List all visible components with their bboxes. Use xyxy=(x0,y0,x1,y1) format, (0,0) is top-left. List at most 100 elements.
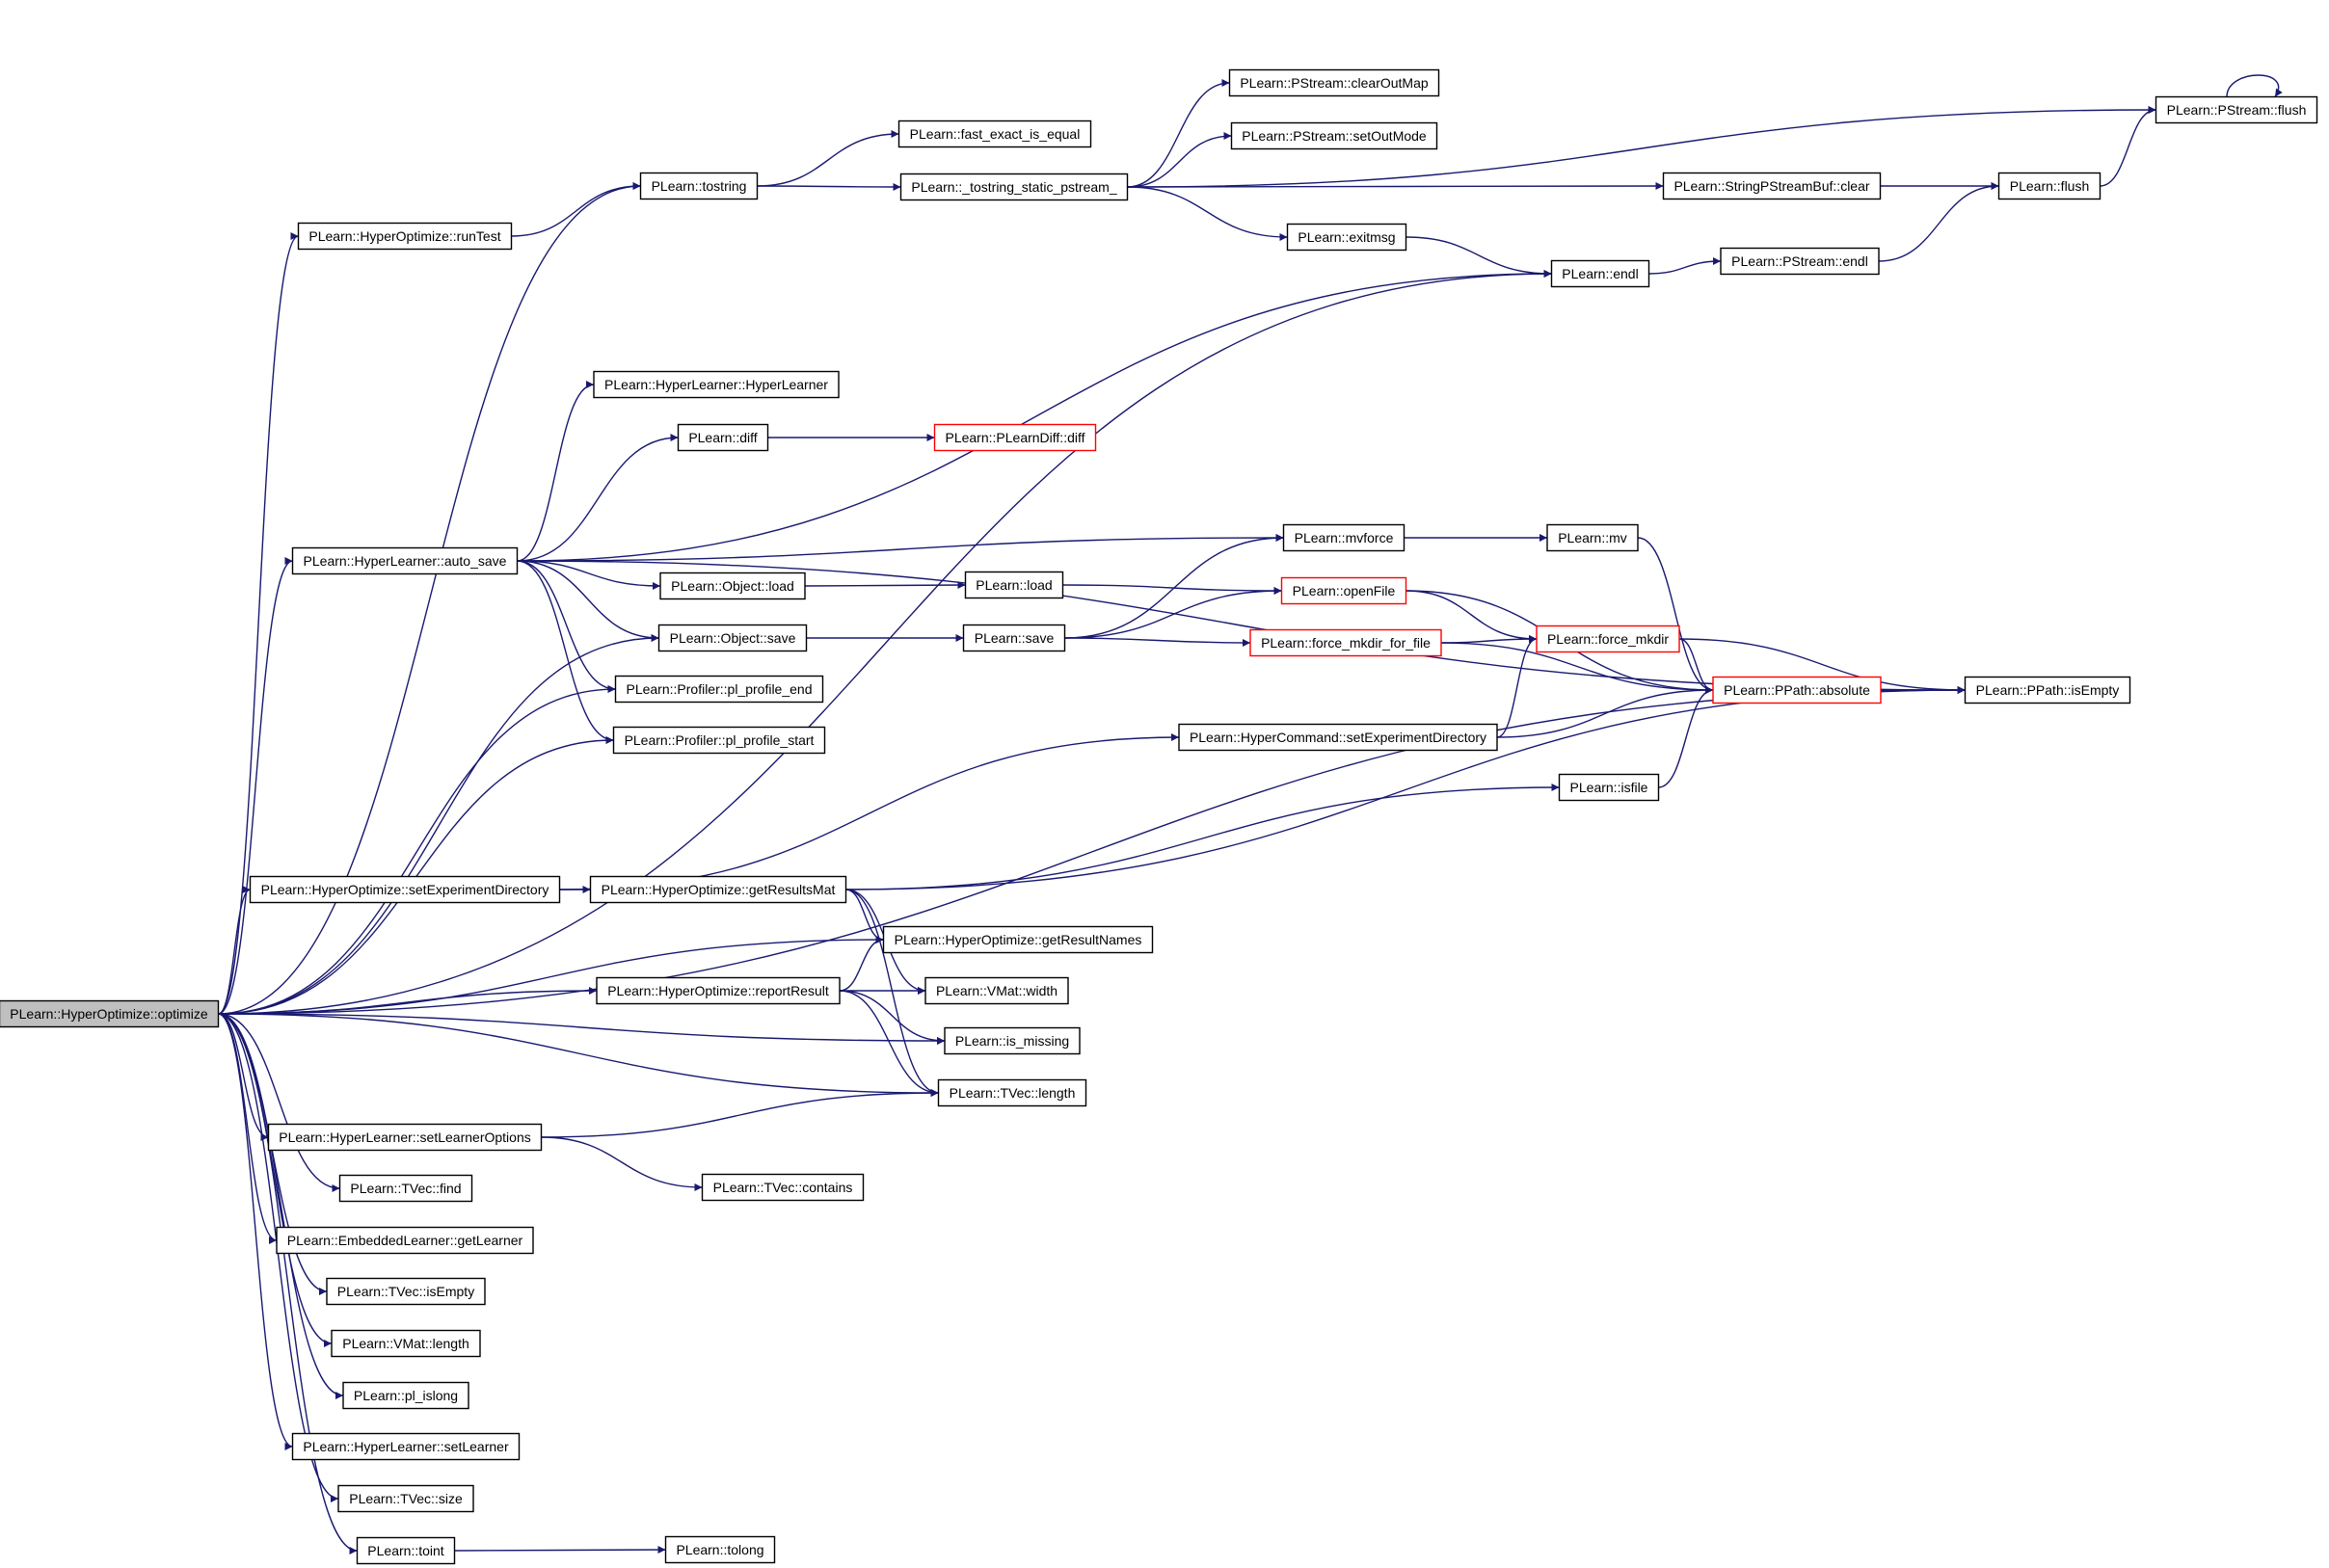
node-setLearner[interactable]: PLearn::HyperLearner::setLearner xyxy=(291,1432,521,1461)
node-pstream_endl[interactable]: PLearn::PStream::endl xyxy=(1720,247,1880,276)
edge-tostring_static-to-pstream_flush xyxy=(1127,106,2156,188)
edge-mv-to-absolute xyxy=(1637,537,1714,694)
node-profile_start[interactable]: PLearn::Profiler::pl_profile_start xyxy=(612,726,826,755)
node-setLearnerOptions[interactable]: PLearn::HyperLearner::setLearnerOptions xyxy=(267,1123,543,1152)
edge-tostring_static-to-exitmsg xyxy=(1127,186,1288,241)
node-getLearner[interactable]: PLearn::EmbeddedLearner::getLearner xyxy=(276,1226,534,1255)
node-getResultNames[interactable]: PLearn::HyperOptimize::getResultNames xyxy=(882,925,1154,954)
node-label: PLearn::PStream::flush xyxy=(2167,102,2307,118)
node-force_mkdir[interactable]: PLearn::force_mkdir xyxy=(1536,625,1680,653)
edge-openFile-to-force_mkdir xyxy=(1405,590,1538,643)
node-tostring_static[interactable]: PLearn::_tostring_static_pstream_ xyxy=(899,173,1129,201)
edge-optimize-to-vmat_length xyxy=(218,1013,333,1347)
node-box xyxy=(0,999,220,1028)
node-mv[interactable]: PLearn::mv xyxy=(1546,523,1639,552)
node-label: PLearn::HyperOptimize::setExperimentDire… xyxy=(261,882,549,897)
node-setOutMode[interactable]: PLearn::PStream::setOutMode xyxy=(1230,121,1438,150)
node-box xyxy=(276,1226,534,1255)
edge-auto_save-to-obj_save xyxy=(517,560,659,642)
edge-tostring_static-to-clearOutMap xyxy=(1127,79,1230,188)
node-clearOutMap[interactable]: PLearn::PStream::clearOutMap xyxy=(1228,68,1440,97)
node-box xyxy=(1662,172,1882,200)
node-isfile[interactable]: PLearn::isfile xyxy=(1558,773,1660,802)
node-box xyxy=(701,1173,865,1202)
node-auto_save[interactable]: PLearn::HyperLearner::auto_save xyxy=(291,546,519,575)
node-mvforce[interactable]: PLearn::mvforce xyxy=(1282,523,1405,552)
node-runTest[interactable]: PLearn::HyperOptimize::runTest xyxy=(297,222,513,251)
node-spsb_clear[interactable]: PLearn::StringPStreamBuf::clear xyxy=(1662,172,1882,200)
node-box xyxy=(659,571,806,600)
node-flush[interactable]: PLearn::flush xyxy=(1997,172,2101,200)
node-box xyxy=(589,875,847,904)
node-box xyxy=(1280,576,1407,605)
node-label: PLearn::TVec::size xyxy=(349,1491,463,1506)
node-tvec_size[interactable]: PLearn::TVec::size xyxy=(337,1484,474,1513)
node-label: PLearn::tolong xyxy=(676,1542,763,1557)
node-obj_save[interactable]: PLearn::Object::save xyxy=(657,624,808,652)
node-box xyxy=(657,624,808,652)
node-load[interactable]: PLearn::load xyxy=(964,571,1064,599)
edge-save-to-openFile xyxy=(1064,587,1282,639)
edge-optimize-to-reportResult xyxy=(218,987,598,1015)
node-hc_setexp[interactable]: PLearn::HyperCommand::setExperimentDirec… xyxy=(1178,723,1498,752)
node-tvec_length[interactable]: PLearn::TVec::length xyxy=(937,1078,1087,1107)
node-tvec_find[interactable]: PLearn::TVec::find xyxy=(338,1174,473,1203)
node-openFile[interactable]: PLearn::openFile xyxy=(1280,576,1407,605)
edge-optimize-to-auto_save xyxy=(218,557,293,1015)
node-label: PLearn::toint xyxy=(367,1543,443,1558)
node-label: PLearn::save xyxy=(975,630,1055,646)
node-vmat_width[interactable]: PLearn::VMat::width xyxy=(924,976,1069,1005)
edge-auto_save-to-endl xyxy=(517,270,1552,562)
node-absolute[interactable]: PLearn::PPath::absolute xyxy=(1712,676,1882,704)
edge-getResultsMat-to-getResultNames xyxy=(845,889,884,943)
edge-save-to-mvforce xyxy=(1064,534,1284,639)
node-label: PLearn::HyperCommand::setExperimentDirec… xyxy=(1190,730,1486,745)
node-reportResult[interactable]: PLearn::HyperOptimize::reportResult xyxy=(596,976,841,1005)
node-optimize[interactable]: PLearn::HyperOptimize::optimize xyxy=(0,999,220,1028)
node-box xyxy=(337,1484,474,1513)
node-ho_setexp[interactable]: PLearn::HyperOptimize::setExperimentDire… xyxy=(249,875,561,904)
node-label: PLearn::PPath::absolute xyxy=(1724,682,1870,698)
node-is_missing[interactable]: PLearn::is_missing xyxy=(944,1026,1081,1055)
node-label: PLearn::HyperOptimize::reportResult xyxy=(607,983,829,998)
node-hl_ctor[interactable]: PLearn::HyperLearner::HyperLearner xyxy=(593,370,840,399)
node-fmkdir_file[interactable]: PLearn::force_mkdir_for_file xyxy=(1249,628,1442,657)
node-endl[interactable]: PLearn::endl xyxy=(1550,259,1650,288)
edge-hc_setexp-to-absolute xyxy=(1496,686,1714,738)
node-box xyxy=(937,1078,1087,1107)
node-profile_end[interactable]: PLearn::Profiler::pl_profile_end xyxy=(614,675,824,704)
node-box xyxy=(1720,247,1880,276)
node-pl_islong[interactable]: PLearn::pl_islong xyxy=(342,1381,469,1410)
node-tostring[interactable]: PLearn::tostring xyxy=(639,172,759,200)
edge-auto_save-to-mvforce xyxy=(517,534,1284,562)
node-label: PLearn::EmbeddedLearner::getLearner xyxy=(287,1233,523,1248)
node-label: PLearn::StringPStreamBuf::clear xyxy=(1673,178,1869,194)
node-save[interactable]: PLearn::save xyxy=(962,624,1066,652)
node-getResultsMat[interactable]: PLearn::HyperOptimize::getResultsMat xyxy=(589,875,847,904)
edge-optimize-to-isEmpty xyxy=(218,686,1966,1015)
node-label: PLearn::PStream::setOutMode xyxy=(1242,128,1427,144)
node-plearndiff[interactable]: PLearn::PLearnDiff::diff xyxy=(933,423,1097,452)
node-vmat_length[interactable]: PLearn::VMat::length xyxy=(331,1329,481,1358)
node-toint[interactable]: PLearn::toint xyxy=(356,1536,456,1565)
node-box xyxy=(639,172,759,200)
node-label: PLearn::VMat::width xyxy=(936,983,1057,998)
node-tolong[interactable]: PLearn::tolong xyxy=(664,1535,776,1564)
node-exitmsg[interactable]: PLearn::exitmsg xyxy=(1286,223,1407,252)
edge-layer xyxy=(218,74,2283,1555)
node-box xyxy=(1558,773,1660,802)
node-obj_load[interactable]: PLearn::Object::load xyxy=(659,571,806,600)
node-isEmpty[interactable]: PLearn::PPath::isEmpty xyxy=(1964,676,2131,704)
node-box xyxy=(267,1123,543,1152)
node-box xyxy=(677,423,769,452)
node-pstream_flush[interactable]: PLearn::PStream::flush xyxy=(2155,95,2318,124)
node-fastexact[interactable]: PLearn::fast_exact_is_equal xyxy=(897,120,1092,148)
node-label: PLearn::force_mkdir xyxy=(1547,631,1669,647)
node-tvec_contains[interactable]: PLearn::TVec::contains xyxy=(701,1173,865,1202)
node-box xyxy=(338,1174,473,1203)
node-diff[interactable]: PLearn::diff xyxy=(677,423,769,452)
node-box xyxy=(326,1277,486,1306)
node-box xyxy=(964,571,1064,599)
node-box xyxy=(933,423,1097,452)
node-tvec_isEmpty[interactable]: PLearn::TVec::isEmpty xyxy=(326,1277,486,1306)
